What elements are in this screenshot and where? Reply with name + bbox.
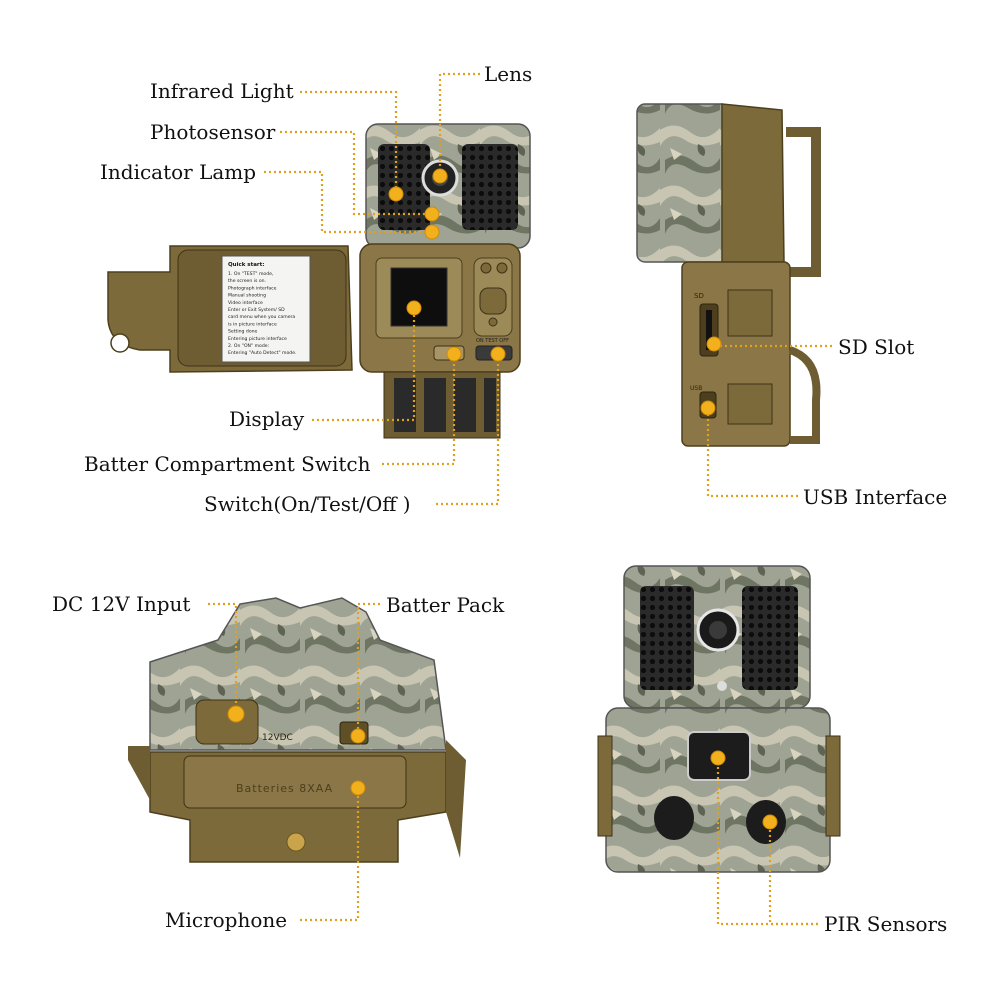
- quick-start-line: 2. On "ON" mode:: [228, 343, 270, 349]
- dot-pir-window: [710, 750, 726, 766]
- label-pir-sensors: PIR Sensors: [824, 912, 948, 936]
- quick-start-title: Quick start:: [228, 262, 264, 268]
- quick-start-line: Entering "Auto Detect" mode.: [228, 350, 297, 356]
- dc-input-port: [195, 699, 259, 745]
- battery-cover: [183, 755, 407, 809]
- pir-sensor-left: [654, 796, 694, 840]
- label-indicator-lamp: Indicator Lamp: [100, 160, 257, 184]
- quick-start-line: the screen is on.: [228, 278, 266, 284]
- dot-power-switch: [490, 346, 506, 362]
- camera-side-view: SD USB: [636, 103, 821, 447]
- label-battery-compartment-switch: Batter Compartment Switch: [84, 452, 371, 476]
- quick-start-line: Photograph interface: [228, 285, 277, 291]
- camera-front-view: [597, 565, 841, 873]
- side-camo-panel: [636, 103, 730, 263]
- quick-start-line: Setting done: [228, 329, 258, 335]
- label-lens: Lens: [484, 62, 533, 86]
- quick-start-line: Entering picture interface: [228, 336, 287, 342]
- quick-start-line: Enter or Exit System/ SD: [228, 307, 285, 313]
- svg-text:12VDC: 12VDC: [262, 733, 293, 743]
- dot-indicator-lamp: [424, 224, 440, 240]
- svg-text:USB: USB: [690, 385, 702, 392]
- display-screen: [390, 267, 448, 327]
- quick-start-line: Video interface: [228, 300, 263, 306]
- label-battery-pack: Batter Pack: [386, 593, 505, 617]
- dot-battery-pack-top: [350, 728, 366, 744]
- svg-text:Batteries 8XAA: Batteries 8XAA: [236, 782, 333, 795]
- tripod-mount: [286, 832, 306, 852]
- front-ir-right: [742, 586, 798, 690]
- label-photosensor: Photosensor: [150, 120, 276, 144]
- label-dc-input: DC 12V Input: [52, 592, 191, 616]
- dot-photosensor: [424, 206, 440, 222]
- camera-open-view: Quick start: 1. On "TEST" mode,the scree…: [107, 123, 531, 439]
- callout-dots: [227, 168, 778, 830]
- quick-start-line: Manual shooting: [228, 293, 266, 299]
- ir-array-right: [462, 144, 518, 230]
- front-ir-left: [640, 586, 694, 690]
- quick-start-line: 1. On "TEST" mode,: [228, 271, 274, 277]
- svg-text:ON TEST OFF: ON TEST OFF: [476, 338, 509, 344]
- quick-start-line: card menu when you camera: [228, 314, 295, 320]
- quick-start-card: [221, 255, 311, 363]
- dot-display: [406, 300, 422, 316]
- quick-start-line: is in picture interface: [228, 321, 277, 327]
- dot-pir-right: [762, 814, 778, 830]
- dot-usb: [700, 400, 716, 416]
- label-usb-interface: USB Interface: [803, 485, 948, 509]
- label-display: Display: [229, 407, 305, 431]
- svg-text:SD: SD: [694, 292, 704, 300]
- dot-lens: [432, 168, 448, 184]
- label-infrared-light: Infrared Light: [150, 79, 294, 103]
- bottom-camo-shell: [149, 597, 447, 751]
- label-sd-slot: SD Slot: [838, 335, 915, 359]
- label-microphone: Microphone: [165, 908, 288, 932]
- camera-bottom-view: 12VDC Batteries 8XAA: [128, 597, 466, 863]
- dot-battery-switch: [446, 346, 462, 362]
- dot-infrared-light: [388, 186, 404, 202]
- ir-array-left: [378, 144, 430, 230]
- dot-dc-input: [227, 705, 245, 723]
- quick-start-lines: 1. On "TEST" mode,the screen is on.Photo…: [228, 271, 297, 356]
- dot-microphone: [350, 780, 366, 796]
- label-power-switch: Switch(On/Test/Off ): [204, 492, 411, 516]
- leader-lines: [208, 72, 832, 926]
- dot-sd-slot: [706, 336, 722, 352]
